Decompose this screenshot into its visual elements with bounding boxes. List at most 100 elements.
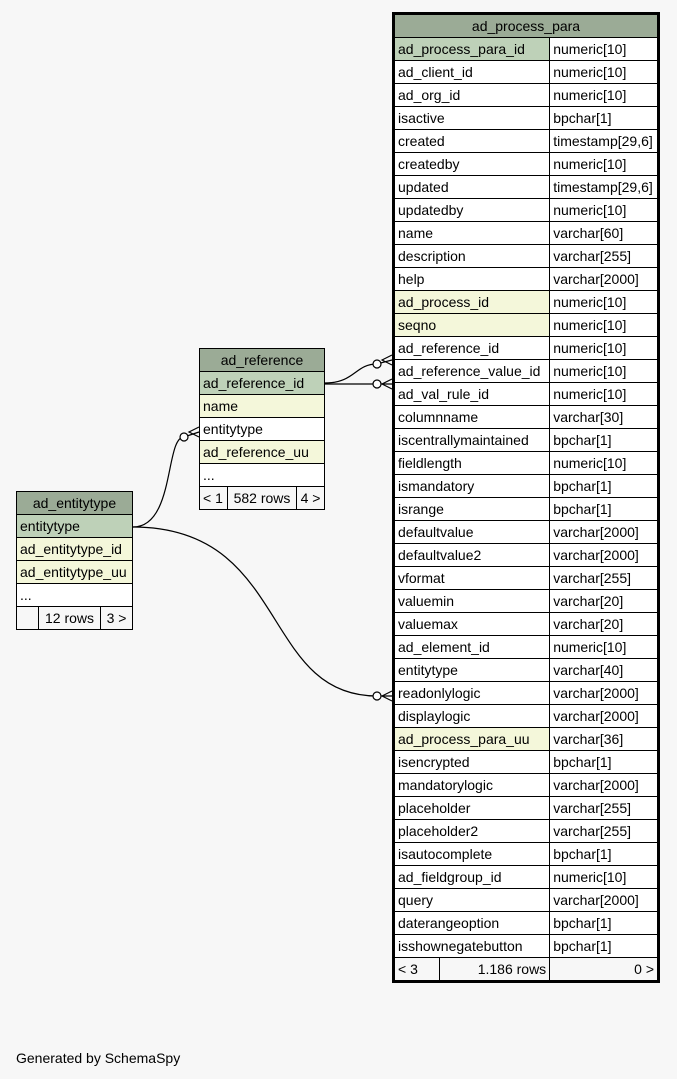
column-name[interactable]: isencrypted (392, 750, 551, 774)
column-name[interactable]: created (392, 129, 551, 153)
column-name[interactable]: entitytype (392, 658, 551, 682)
column-name[interactable]: updatedby (392, 198, 551, 222)
column-type: varchar[2000] (549, 543, 659, 567)
column-type: varchar[2000] (549, 520, 659, 544)
column-name[interactable]: ad_process_para_id (392, 37, 551, 61)
column-name[interactable]: iscentrallymaintained (392, 428, 551, 452)
column-ad-entitytype-uu[interactable]: ad_entitytype_uu (16, 560, 133, 584)
column-name[interactable]: placeholder (392, 796, 551, 820)
column-name[interactable]: valuemax (392, 612, 551, 636)
column-name[interactable]: ad_element_id (392, 635, 551, 659)
column-name[interactable]: query (392, 888, 551, 912)
edge-endpoint-optional-icon (179, 432, 189, 442)
table-title[interactable]: ad_reference (199, 348, 325, 372)
table-ad-entitytype[interactable]: ad_entitytype entitytype ad_entitytype_i… (16, 491, 133, 630)
column-name[interactable]: readonlylogic (392, 681, 551, 705)
column-name[interactable]: ad_process_id (392, 290, 551, 314)
column-name[interactable]: ad_process_para_uu (392, 727, 551, 751)
column-name[interactable]: displaylogic (392, 704, 551, 728)
column-type: bpchar[1] (549, 750, 659, 774)
column-ad-entitytype-id[interactable]: ad_entitytype_id (16, 537, 133, 561)
generated-by-label: Generated by SchemaSpy (16, 1050, 181, 1066)
column-name[interactable]: valuemin (392, 589, 551, 613)
column-name[interactable]: fieldlength (392, 451, 551, 475)
column-name[interactable]: defaultvalue (392, 520, 551, 544)
column-name[interactable]: updated (392, 175, 551, 199)
column-name[interactable]: isautocomplete (392, 842, 551, 866)
column-name[interactable]: name (199, 394, 325, 418)
column-name[interactable]: ismandatory (392, 474, 551, 498)
column-name[interactable]: help (392, 267, 551, 291)
column-name[interactable]: vformat (392, 566, 551, 590)
column-name[interactable]: columnname (392, 405, 551, 429)
column-entitytype[interactable]: entitytype (16, 514, 133, 538)
column-name[interactable]: description (392, 244, 551, 268)
column-name[interactable]: ad_val_rule_id (392, 382, 551, 406)
column-name[interactable]: ad_org_id (392, 83, 551, 107)
column-name[interactable]: ad_fieldgroup_id (392, 865, 551, 889)
column-ad-reference-uu[interactable]: ad_reference_uu (199, 440, 325, 464)
column-name[interactable]: daterangeoption (392, 911, 551, 935)
column-name[interactable]: ad_client_id (392, 60, 551, 84)
column-name[interactable]: isactive (392, 106, 551, 130)
column-name[interactable]: ad_reference_value_id (392, 359, 551, 383)
column-name[interactable]: isshownegatebutton (392, 934, 551, 958)
column-ad-reference-id[interactable]: ad_reference_id (199, 371, 325, 395)
table-title[interactable]: ad_process_para (393, 13, 659, 38)
column-type: numeric[10] (549, 60, 659, 84)
column-entitytype[interactable]: entitytype (199, 417, 325, 441)
column-name[interactable]: seqno (392, 313, 551, 337)
column-name[interactable]: defaultvalue2 (392, 543, 551, 567)
column-name[interactable]: name (392, 221, 551, 245)
column-name[interactable]: mandatorylogic (392, 773, 551, 797)
column-name[interactable]: placeholder2 (392, 819, 551, 843)
column-name[interactable]: isrange (392, 497, 551, 521)
more-columns: ... (16, 583, 133, 607)
column-name[interactable]: createdby (392, 152, 551, 176)
column-name[interactable]: ad_reference_id (392, 336, 551, 360)
table-ad-reference[interactable]: ad_reference ad_reference_id name entity… (199, 348, 325, 510)
table-title[interactable]: ad_entitytype (16, 491, 133, 515)
